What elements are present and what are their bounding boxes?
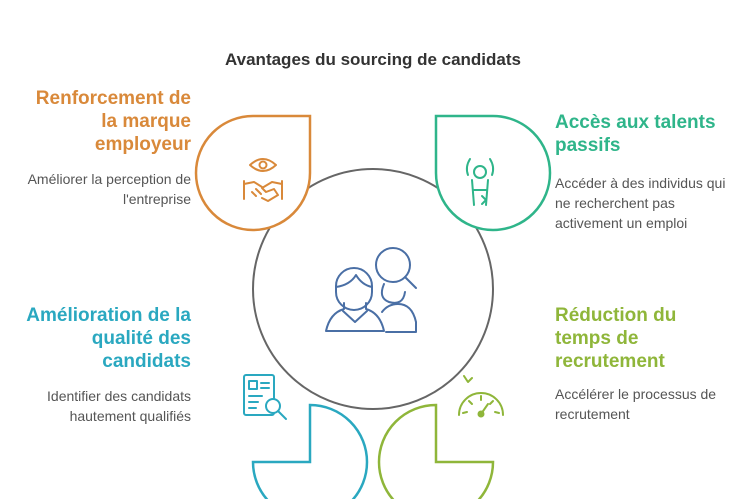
- description-employer-brand: Améliorer la perception de l'entreprise: [27, 171, 191, 207]
- heading-candidate-quality: Amélioration de la qualité des candidats: [26, 305, 191, 372]
- description-time-to-hire: Accélérer le processus de recrutement: [555, 386, 717, 422]
- heading-employer-brand: Renforcement de la marque employeur: [35, 88, 191, 155]
- speedometer-icon: [458, 375, 504, 418]
- diagram-title: Avantages du sourcing de candidats: [225, 50, 521, 69]
- person-signal-icon: [465, 158, 495, 206]
- teardrop-top-left: [194, 114, 312, 232]
- description-passive-talent: Accéder à des individus qui ne recherche…: [555, 175, 726, 231]
- teardrop-bottom-left: [251, 403, 369, 499]
- eye-handshake-icon: [243, 158, 283, 202]
- heading-passive-talent: Accès aux talents passifs: [555, 112, 716, 156]
- resume-search-icon: [243, 374, 287, 420]
- people-search-icon: [325, 247, 417, 333]
- description-candidate-quality: Identifier des candidats hautement quali…: [47, 388, 191, 424]
- heading-time-to-hire: Réduction du temps de recrutement: [555, 305, 677, 372]
- teardrop-bottom-right: [377, 403, 495, 499]
- central-ring: [252, 168, 494, 410]
